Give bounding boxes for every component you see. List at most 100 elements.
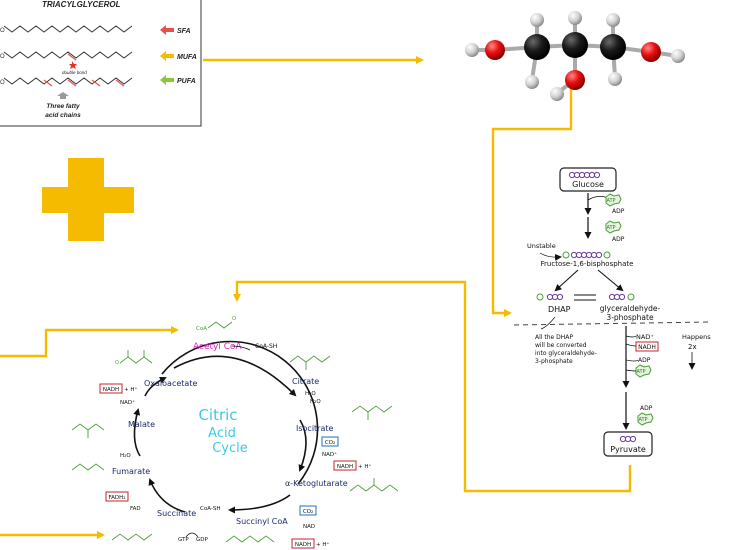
svg-text:FADH₂: FADH₂ <box>109 495 126 501</box>
sfa-label: SFA <box>177 28 191 35</box>
chains-up-arrow-icon <box>57 92 69 99</box>
svg-text:O: O <box>0 54 5 60</box>
svg-text:+ H⁺: + H⁺ <box>124 386 137 393</box>
adp-label-3: ADP <box>638 357 651 364</box>
pyruvate-label: Pyruvate <box>610 445 646 454</box>
gtp-label: GTP <box>178 537 189 543</box>
fatty-chain-sfa <box>3 25 133 33</box>
svg-text:NADH: NADH <box>337 464 353 470</box>
atp-badge-3: ATP <box>635 364 652 378</box>
g3p-beads <box>608 293 635 301</box>
glycerol-model <box>465 11 685 101</box>
tag-title: TRIACYLGLYCEROL <box>42 0 121 9</box>
atp-badge-4: ATP <box>637 412 654 426</box>
svg-text:CO₂: CO₂ <box>325 440 335 446</box>
nadh-box-gly <box>635 341 659 352</box>
succinyl-coa-label: Succinyl CoA <box>236 517 288 526</box>
chains-label-1: Three fatty <box>46 103 80 110</box>
svg-text:ATP: ATP <box>606 225 615 231</box>
connector-arrows <box>0 56 632 539</box>
nadh-box-a <box>333 460 357 471</box>
atp-badge-2: ATP <box>605 220 622 234</box>
dhap-label: DHAP <box>548 305 571 314</box>
svg-text:O: O <box>232 316 236 322</box>
nad-label-a: NAD⁺ <box>322 451 337 458</box>
cycle-title-2: Acid <box>208 426 236 441</box>
double-bond-label: double bond <box>62 70 87 75</box>
dhap-note-1: All the DHAP <box>535 334 573 341</box>
fadh2-box <box>105 491 129 502</box>
arrow-glycerol-to-glycolysis <box>491 88 573 317</box>
fatty-chain-pufa <box>3 77 133 85</box>
atp-badge-1: ATP <box>605 193 622 207</box>
nad-label-gly: NAD⁺ <box>636 333 654 341</box>
f16bp-label: Fructose-1,6-bisphosphate <box>541 260 634 268</box>
adp-label-1: ADP <box>612 208 625 215</box>
f16bp-beads <box>562 251 611 259</box>
fumarate-label: Fumarate <box>112 467 150 476</box>
coa-s-label: CoA <box>196 326 207 332</box>
cycle-arc <box>161 340 319 485</box>
co2-box-a <box>321 436 339 447</box>
svg-text:O: O <box>115 360 119 366</box>
dhap-note-3: into glyceraldehyde- <box>535 350 597 357</box>
sfa-arrow-icon <box>160 25 174 35</box>
oxaloacetate-label: Oxaloacetate <box>144 379 197 388</box>
svg-text:NADH: NADH <box>295 542 311 548</box>
nadh-box-b <box>291 538 315 549</box>
mufa-arrow-icon <box>160 51 174 61</box>
svg-text:O: O <box>0 80 5 86</box>
g3p-label-2: 3-phosphate <box>606 313 654 322</box>
svg-text:NADH: NADH <box>638 344 656 351</box>
akg-label: α-Ketoglutarate <box>285 479 348 488</box>
cycle-title-3: Cycle <box>212 441 248 456</box>
mufa-label: MUFA <box>177 54 197 61</box>
h2o-b: H₂O <box>310 399 321 405</box>
pufa-label: PUFA <box>177 78 196 85</box>
pufa-arrow-icon <box>160 75 174 85</box>
g3p-label-1: glyceraldehyde- <box>600 304 661 313</box>
adp-label-2: ADP <box>612 236 625 243</box>
nadh-box-c <box>99 383 123 394</box>
h2o-c: H₂O <box>120 453 131 459</box>
dhap-note-2: will be converted <box>535 342 587 349</box>
double-bond-star-icon <box>69 61 77 69</box>
nad-label-b: NAD <box>303 524 315 530</box>
nad-label-c: NAD⁺ <box>120 399 135 406</box>
arrow-left-to-tca <box>0 326 179 358</box>
svg-text:CO₂: CO₂ <box>303 509 313 515</box>
citric-acid-cycle: Citric Acid Cycle CoA O Acetyl CoA CoA-S… <box>71 316 399 549</box>
isocitrate-label: Isocitrate <box>296 424 334 433</box>
glucose-beads <box>568 171 601 179</box>
co2-box-b <box>299 505 317 516</box>
coa-sh-label-top: CoA-SH <box>255 343 277 350</box>
svg-text:ATP: ATP <box>638 417 647 423</box>
svg-text:ATP: ATP <box>636 369 645 375</box>
glucose-label: Glucose <box>572 180 604 189</box>
dhap-note-4: 3-phosphate <box>535 358 573 365</box>
chains-label-2: acid chains <box>45 112 81 119</box>
svg-text:O: O <box>0 28 5 34</box>
triacylglycerol-panel: TRIACYLGLYCEROL double bond O O O SFA MU… <box>0 0 202 127</box>
pyruvate-box <box>603 431 653 457</box>
adp-label-4: ADP <box>640 405 653 412</box>
succinate-label: Succinate <box>157 509 196 518</box>
fad-label: FAD <box>130 506 141 512</box>
coa-sh-label-b: CoA-SH <box>200 506 220 512</box>
acetyl-coa-label: Acetyl CoA <box>193 342 242 352</box>
happens-2x-label: 2x <box>688 343 697 351</box>
dhap-beads <box>536 293 564 301</box>
unstable-label: Unstable <box>527 242 556 250</box>
arrow-pyruvate-to-tca <box>233 280 632 493</box>
svg-text:NADH: NADH <box>103 387 119 393</box>
gdp-label: GDP <box>196 537 208 543</box>
fatty-chain-mufa <box>3 51 133 59</box>
glycolysis-panel: Glucose ATP ADP ATP ADP Unstable Fructos… <box>513 167 711 457</box>
malate-label: Malate <box>128 420 155 429</box>
cycle-title-1: Citric <box>198 406 237 424</box>
double-bond-mark <box>67 53 77 61</box>
svg-text:+ H⁺: + H⁺ <box>316 541 329 548</box>
h2o-a: H₂O <box>305 391 316 397</box>
happens-label: Happens <box>682 333 711 341</box>
svg-text:ATP: ATP <box>606 198 615 204</box>
